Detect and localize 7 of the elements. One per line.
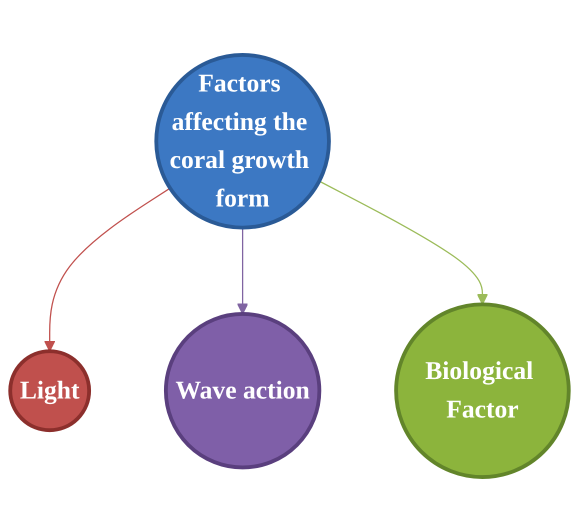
node-circle: Light [8, 349, 92, 432]
arrow [318, 180, 488, 305]
node-circle: Wave action [164, 312, 322, 470]
node-circle: Factors affecting the coral growth form [154, 53, 331, 230]
arrow [237, 228, 248, 314]
node-circle: Biological Factor [394, 302, 571, 479]
arrow [44, 188, 170, 352]
